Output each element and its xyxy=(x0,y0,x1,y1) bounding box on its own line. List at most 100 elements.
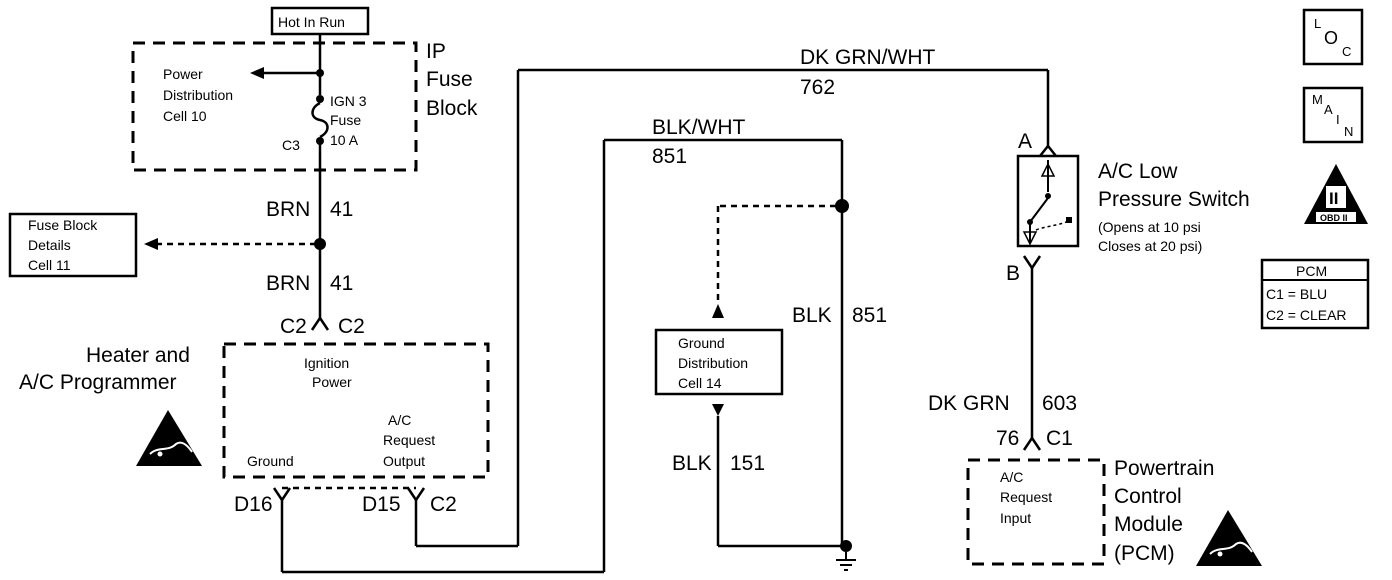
dk-grn-wht-circuit: 762 xyxy=(800,76,835,99)
heater-programmer-line1: Heater and xyxy=(86,344,190,367)
d15-connector xyxy=(406,487,426,503)
pin-b-connector xyxy=(1022,255,1042,271)
fuse-top-node xyxy=(316,95,324,103)
blk-151-circuit: 151 xyxy=(730,452,765,475)
low-pressure-switch-box xyxy=(1016,154,1080,248)
main-icon[interactable]: M A I N xyxy=(1302,86,1364,144)
fuse-line3: 10 A xyxy=(330,132,359,148)
pcm-table-title: PCM xyxy=(1296,263,1327,279)
pin-b-label: B xyxy=(1006,262,1020,285)
c2-bottom-label: C2 xyxy=(430,493,457,516)
fuse-line2: Fuse xyxy=(330,112,361,128)
brn-41-upper-circuit: 41 xyxy=(330,198,353,221)
pcm-outline xyxy=(966,458,1106,566)
svg-text:II: II xyxy=(1329,189,1338,208)
low-pressure-switch-line2: Pressure Switch xyxy=(1098,188,1250,211)
power-dist-line2: Distribution xyxy=(163,87,233,103)
fuse-block-details-line3: Cell 11 xyxy=(28,257,71,273)
pcm-connector-table: PCM C1 = BLU C2 = CLEAR xyxy=(1260,258,1370,330)
dk-grn-wht-color: DK GRN/WHT xyxy=(800,46,935,69)
fuse-line1: IGN 3 xyxy=(330,93,367,109)
ip-fuse-block-outline xyxy=(131,41,418,172)
power-dist-line1: Power xyxy=(163,66,203,82)
svg-text:I: I xyxy=(1336,112,1340,127)
fuse-block-details-arrow xyxy=(144,238,158,250)
svg-text:N: N xyxy=(1344,124,1353,139)
ground-distribution-line1: Ground xyxy=(678,335,725,351)
power-dist-line3: Cell 10 xyxy=(163,108,207,124)
dk-grn-603-color: DK GRN xyxy=(928,392,1010,415)
fuse-connector-c3: C3 xyxy=(282,137,300,153)
obd-ii-icon: II OBD II xyxy=(1304,164,1368,224)
brn-41-lower-color: BRN xyxy=(266,272,310,295)
ip-fuse-block-line3: Block xyxy=(426,97,478,120)
fuse-block-details-line2: Details xyxy=(28,237,71,253)
ground-label: Ground xyxy=(247,453,294,469)
ac-request-output-line2: Request xyxy=(383,432,435,448)
blk-wht-circuit: 851 xyxy=(652,145,687,168)
pcm-pin-c1: C1 xyxy=(1046,427,1073,450)
ground-symbol-icon xyxy=(836,540,856,571)
ac-request-output-line3: Output xyxy=(383,453,425,469)
svg-text:A: A xyxy=(1324,102,1333,117)
pin-a-connector xyxy=(1039,143,1057,157)
ground-distribution-box xyxy=(654,328,784,396)
ignition-power-line2: Power xyxy=(312,374,352,390)
ip-fuse-block-line2: Fuse xyxy=(426,68,473,91)
esd-warning-icon xyxy=(136,410,202,466)
pcm-pin-76: 76 xyxy=(996,427,1019,450)
fuse-symbol xyxy=(311,101,329,139)
ac-request-input-line3: Input xyxy=(1000,510,1031,526)
svg-text:OBD II: OBD II xyxy=(1320,213,1348,223)
fuse-block-details-splice xyxy=(314,238,326,250)
blk-851-color: BLK xyxy=(792,304,832,327)
c2-right-label: C2 xyxy=(338,315,365,338)
c2-top-connector xyxy=(310,315,330,331)
heater-programmer-line2: A/C Programmer xyxy=(19,371,177,394)
pcm-module-line3: Module xyxy=(1114,513,1183,536)
ignition-power-line1: Ignition xyxy=(304,355,349,371)
hot-in-run-label: Hot In Run xyxy=(278,14,345,30)
d16-connector xyxy=(272,487,292,503)
blk-851-splice xyxy=(835,199,849,213)
pcm-module-line1: Powertrain xyxy=(1114,457,1214,480)
heater-programmer-outline xyxy=(222,342,490,479)
d15-label: D15 xyxy=(362,493,401,516)
blk-851-circuit: 851 xyxy=(852,304,887,327)
pcm-module-line4: (PCM) xyxy=(1114,542,1175,565)
d16-label: D16 xyxy=(234,493,273,516)
brn-41-upper-color: BRN xyxy=(266,198,310,221)
svg-text:M: M xyxy=(1312,92,1323,107)
pcm-table-row2: C2 = CLEAR xyxy=(1266,307,1347,323)
ground-distribution-line3: Cell 14 xyxy=(678,375,722,391)
ip-fuse-block-line1: IP xyxy=(426,40,446,63)
low-pressure-switch-line1: A/C Low xyxy=(1098,160,1178,183)
svg-text:L: L xyxy=(1314,16,1321,31)
fuse-block-details-line1: Fuse Block xyxy=(28,217,98,233)
ground-distribution-line2: Distribution xyxy=(678,355,748,371)
pcm-pin-connector xyxy=(1022,435,1042,451)
ac-request-input-line1: A/C xyxy=(1000,469,1023,485)
svg-text:O: O xyxy=(1324,28,1338,48)
blk-151-color: BLK xyxy=(672,452,712,475)
power-dist-arrow xyxy=(250,67,264,79)
pressure-switch-icon xyxy=(1022,160,1072,246)
pcm-table-row1: C1 = BLU xyxy=(1266,286,1327,302)
ac-request-output-line1: A/C xyxy=(388,412,411,428)
loc-icon[interactable]: L O C xyxy=(1302,8,1364,66)
low-pressure-switch-note2: Closes at 20 psi) xyxy=(1098,238,1202,254)
brn-41-lower-circuit: 41 xyxy=(330,272,353,295)
fuse-block-details-box xyxy=(8,212,138,278)
ground-dist-arrow-down xyxy=(712,404,724,416)
low-pressure-switch-note1: (Opens at 10 psi xyxy=(1098,219,1201,235)
dk-grn-603-circuit: 603 xyxy=(1042,392,1077,415)
ac-request-input-line2: Request xyxy=(1000,489,1052,505)
svg-text:C: C xyxy=(1342,44,1351,59)
pcm-module-line2: Control xyxy=(1114,485,1182,508)
c2-left-label: C2 xyxy=(280,315,307,338)
esd-warning-icon-pcm xyxy=(1196,510,1262,566)
ground-dist-arrow-up xyxy=(712,304,724,318)
blk-wht-color: BLK/WHT xyxy=(652,116,746,139)
pin-a-label: A xyxy=(1018,130,1032,153)
